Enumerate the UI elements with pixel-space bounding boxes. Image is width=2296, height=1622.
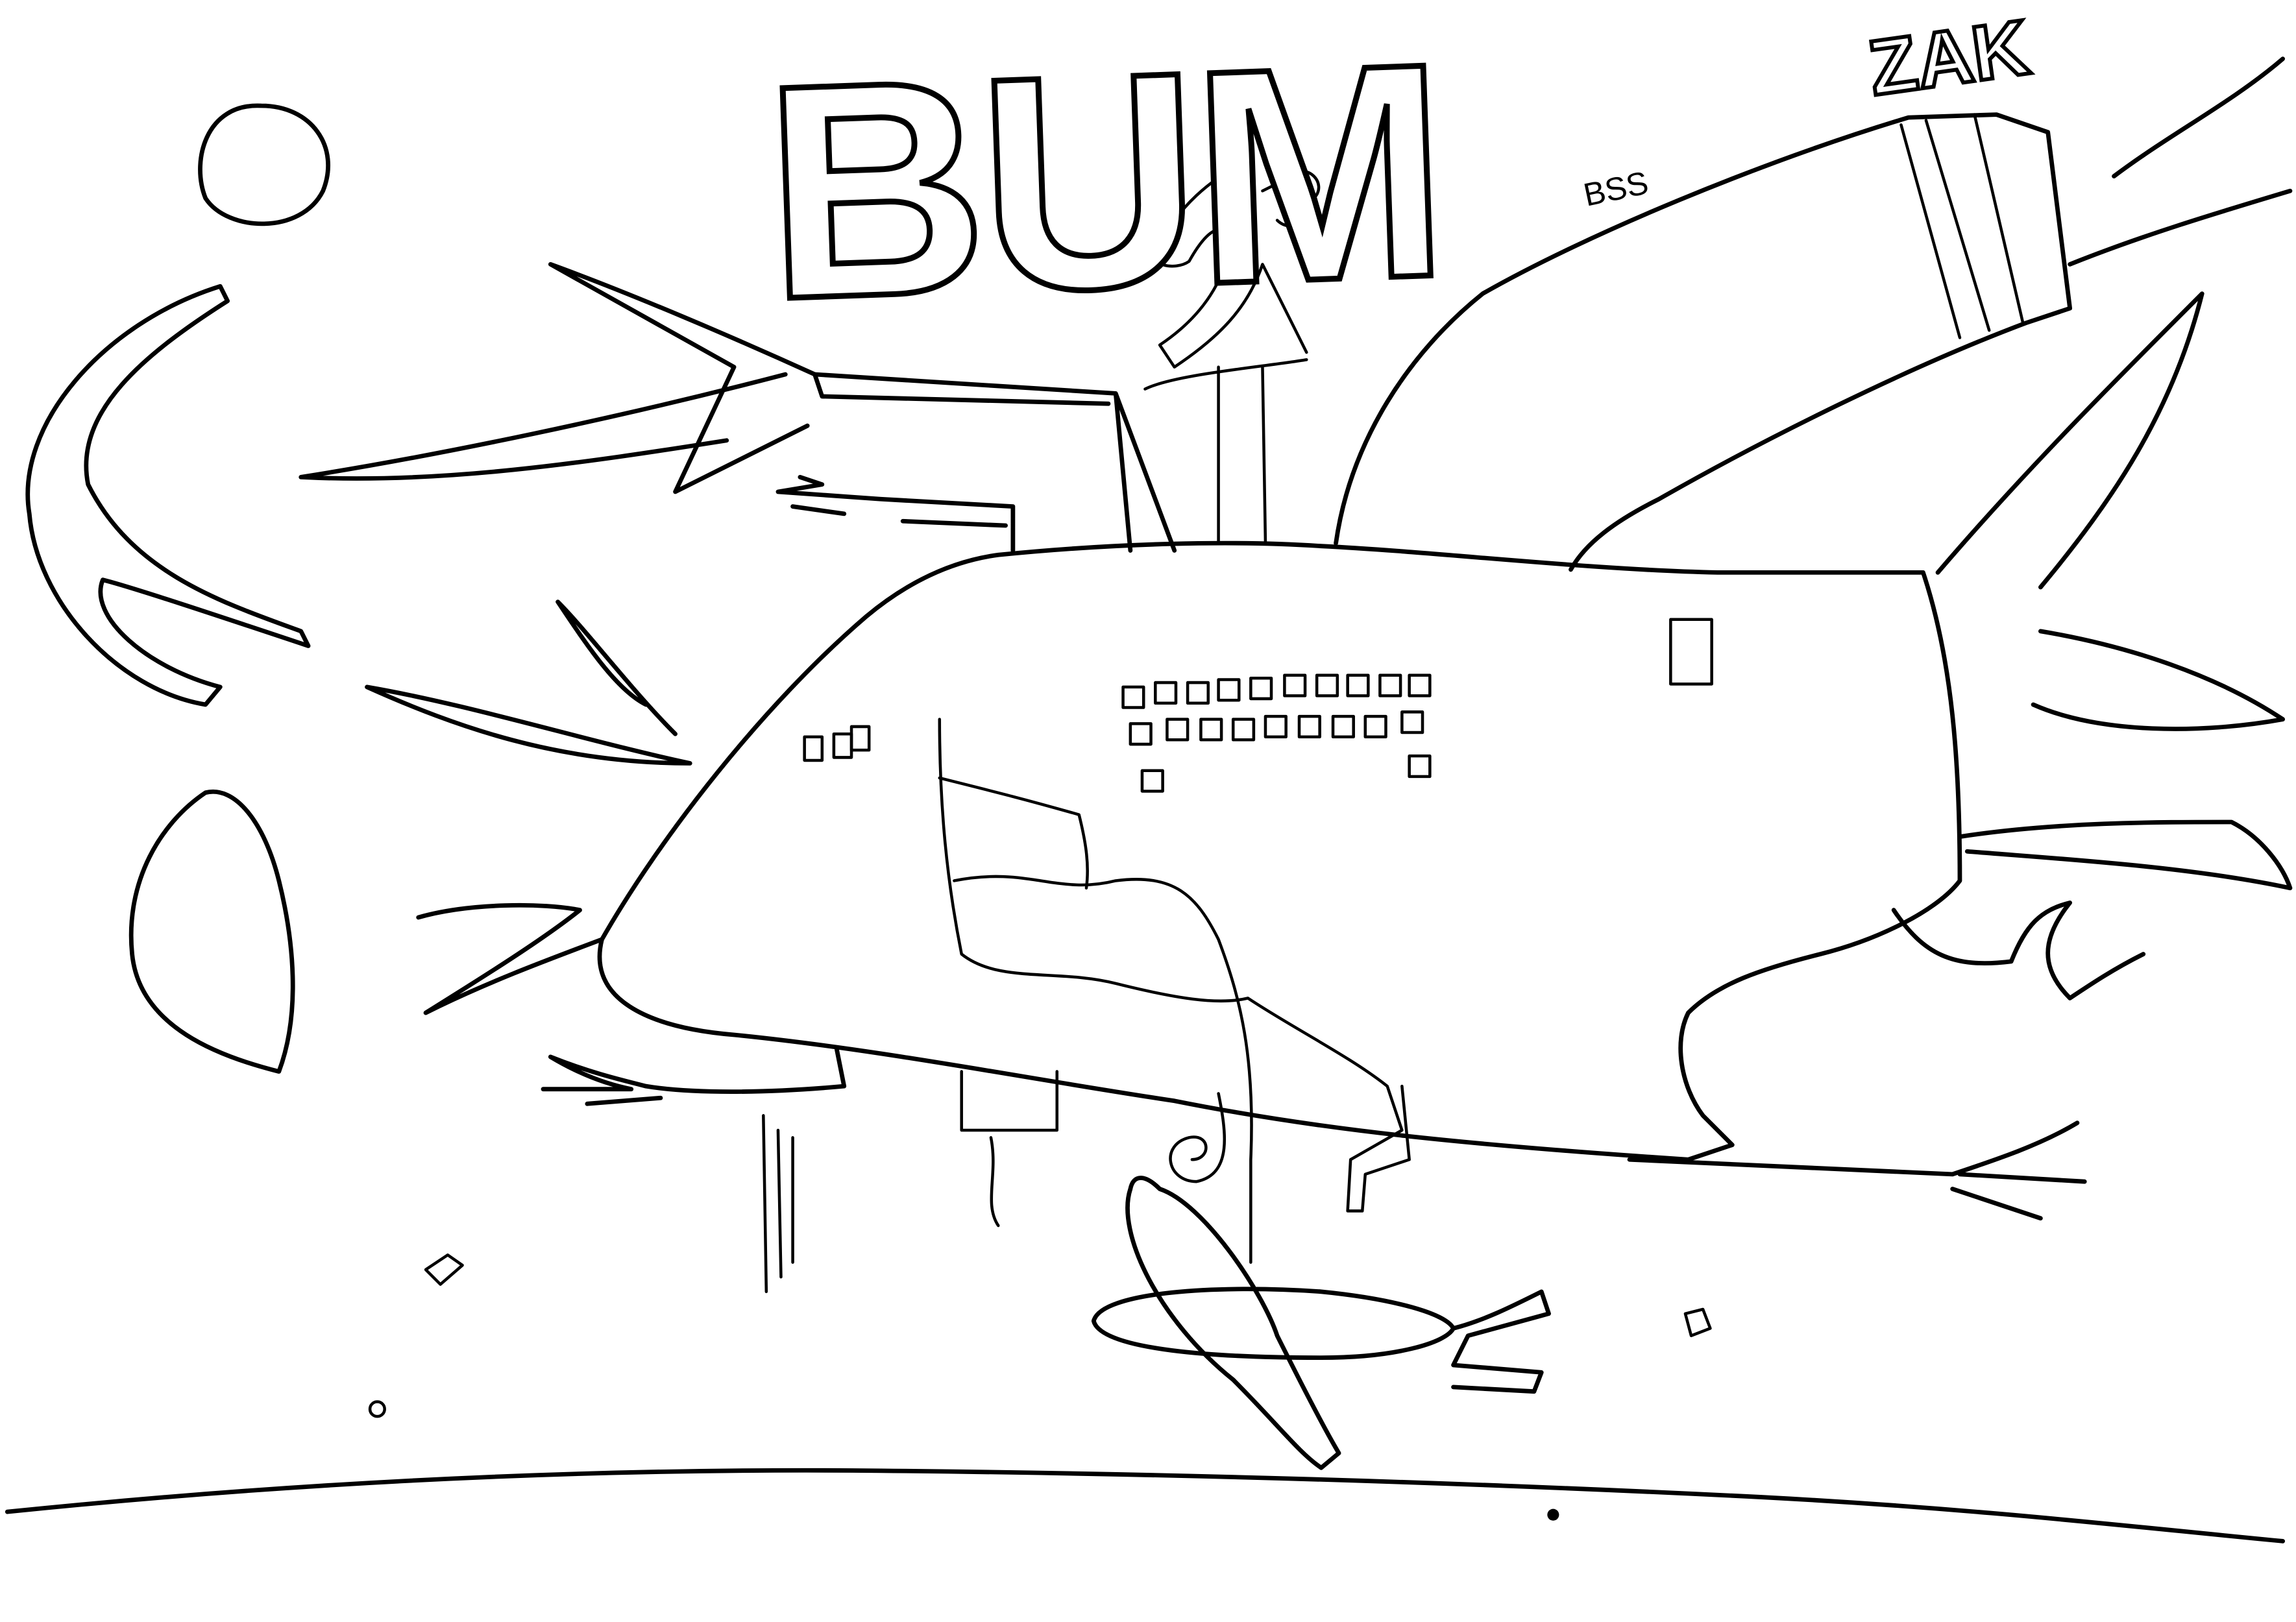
oval-shape <box>128 789 295 1074</box>
crescent-shape <box>25 284 311 707</box>
building-crack <box>953 875 1253 1264</box>
explosion-spike <box>1935 56 2293 891</box>
drip <box>960 1070 1059 1228</box>
missile-stripes <box>1899 113 2025 339</box>
stick-figure <box>1143 167 1321 545</box>
small-bug <box>424 1253 1712 1337</box>
arm-lower-right <box>1891 900 2146 1000</box>
arm-right <box>1627 1120 2087 1221</box>
windows <box>803 618 1713 793</box>
spiral <box>1169 1092 1227 1183</box>
arm-left-top <box>776 474 1016 553</box>
rooftop-box <box>812 372 1177 553</box>
bum-text: BUM <box>757 0 1450 366</box>
explosion-spike <box>365 599 692 1015</box>
explosion-spike <box>299 261 817 494</box>
arm-lower-left <box>541 1047 847 1106</box>
speck <box>368 1400 386 1418</box>
circle-shape <box>198 103 330 226</box>
missile-body <box>1334 112 2073 572</box>
building-crack <box>938 718 1411 1213</box>
smoke-streaks <box>762 1114 794 1294</box>
bomb-horizontal <box>1091 1287 1551 1394</box>
building-crack <box>938 776 1089 890</box>
building-outline <box>597 540 1962 1162</box>
ground-line <box>5 1468 2286 1543</box>
bomb <box>1125 1176 1341 1470</box>
speck <box>1547 1508 1559 1521</box>
